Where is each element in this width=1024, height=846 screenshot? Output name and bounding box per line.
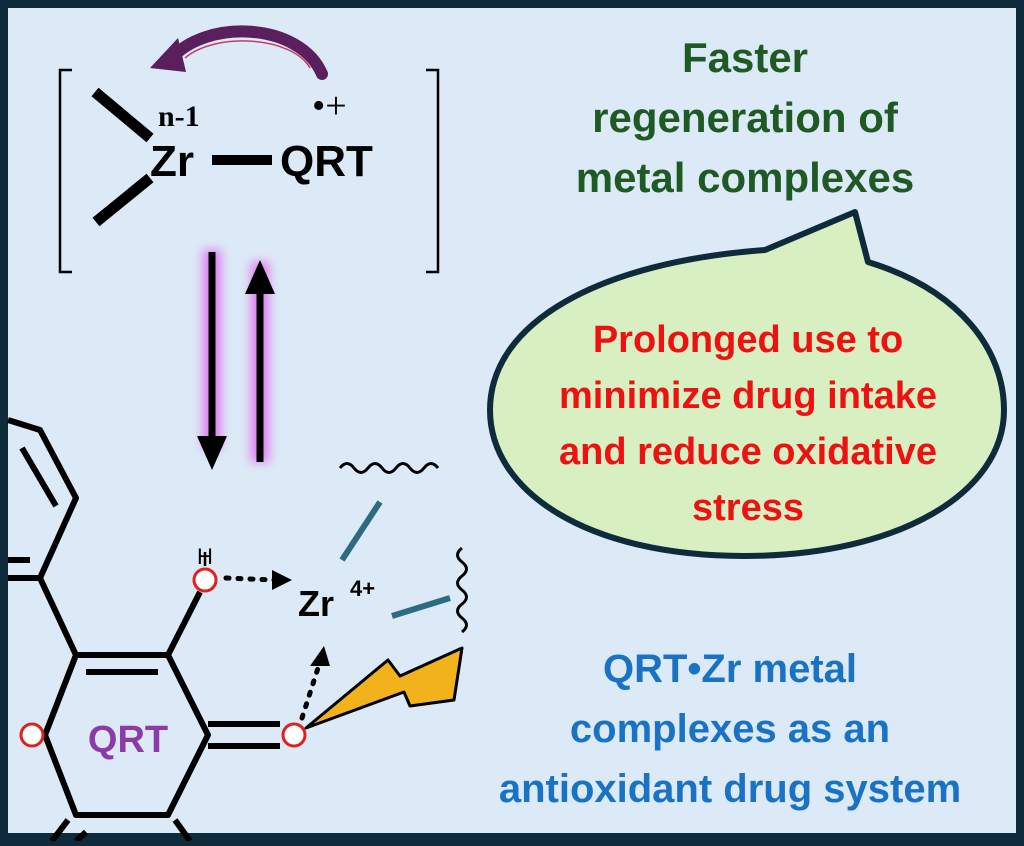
caption: QRT•Zr metal complexes as an antioxidant… xyxy=(499,647,961,811)
phenyl-double-bond-1 xyxy=(19,446,59,508)
electron-transfer-arrow xyxy=(164,25,328,80)
bubble-line-4: stress xyxy=(692,487,804,529)
zr-ligand-bond-lower xyxy=(92,173,154,227)
left-bracket xyxy=(58,68,72,274)
equilibrium-arrows xyxy=(197,250,275,470)
hydroxyl-to-zr-arrowhead xyxy=(272,570,292,590)
electron-transfer-arrowhead xyxy=(150,38,186,72)
complex-radical-cation: •+ xyxy=(312,85,347,127)
down-arrow-head xyxy=(197,436,227,470)
hydroxyl-to-zr-dots xyxy=(223,575,277,583)
hydroxyl-h-label: H xyxy=(197,544,213,569)
carbonyl-to-zr-arrowhead xyxy=(310,646,330,666)
zr-qrt-complex: n-1 Zr •+ QRT xyxy=(58,25,440,274)
bubble-line-1: Prolonged use to xyxy=(593,319,903,361)
caption-line-1: QRT•Zr metal xyxy=(603,647,857,691)
complex-charge-superscript: n-1 xyxy=(158,100,200,133)
ring-link-bond xyxy=(37,576,79,657)
electron-transfer-arrow-highlight xyxy=(184,40,311,69)
ring-label: QRT xyxy=(88,719,168,761)
zr-teal-bond-lower xyxy=(391,595,451,619)
headline-line-2: regeneration of xyxy=(592,94,899,141)
coordination-arrows xyxy=(223,570,330,721)
up-arrow-head xyxy=(245,260,275,294)
hydroxyl-bond xyxy=(165,590,203,657)
quercetin-molecule xyxy=(7,417,280,844)
zr-ligand-bond-upper xyxy=(91,87,154,143)
headline: Faster regeneration of metal complexes xyxy=(576,34,915,201)
bubble-line-3: and reduce oxidative xyxy=(559,431,937,473)
carbonyl-to-zr-dots xyxy=(299,665,321,721)
speech-bubble-shape xyxy=(487,209,1007,559)
ring-lower-right xyxy=(172,818,193,843)
headline-line-3: metal complexes xyxy=(576,154,915,201)
ring-bottom-double xyxy=(73,829,89,844)
phenyl-ring xyxy=(7,417,79,581)
caption-line-3: antioxidant drug system xyxy=(499,767,961,811)
ring-lower-left xyxy=(49,818,71,843)
speech-bubble: Prolonged use to minimize drug intake an… xyxy=(487,209,1007,559)
metal-ion-label: Zr xyxy=(298,583,334,624)
hydroxyl-h: H xyxy=(197,544,213,569)
right-bracket xyxy=(426,68,440,274)
carbonyl-oxygen xyxy=(281,722,307,748)
zr-teal-bond-upper xyxy=(339,500,383,562)
complex-metal-label: Zr xyxy=(150,137,194,186)
ring-oxygen xyxy=(19,722,45,748)
metal-ion-charge: 4+ xyxy=(350,576,375,601)
wavy-ligand-upper xyxy=(338,462,440,474)
complex-ligand-label: QRT xyxy=(280,137,373,186)
caption-line-2: complexes as an xyxy=(570,707,890,751)
headline-line-1: Faster xyxy=(682,34,808,81)
wavy-ligand-lower xyxy=(456,546,468,634)
bubble-line-2: minimize drug intake xyxy=(559,375,937,417)
lightning-bolt-icon xyxy=(304,646,464,730)
hydroxyl-oxygen xyxy=(192,567,218,593)
